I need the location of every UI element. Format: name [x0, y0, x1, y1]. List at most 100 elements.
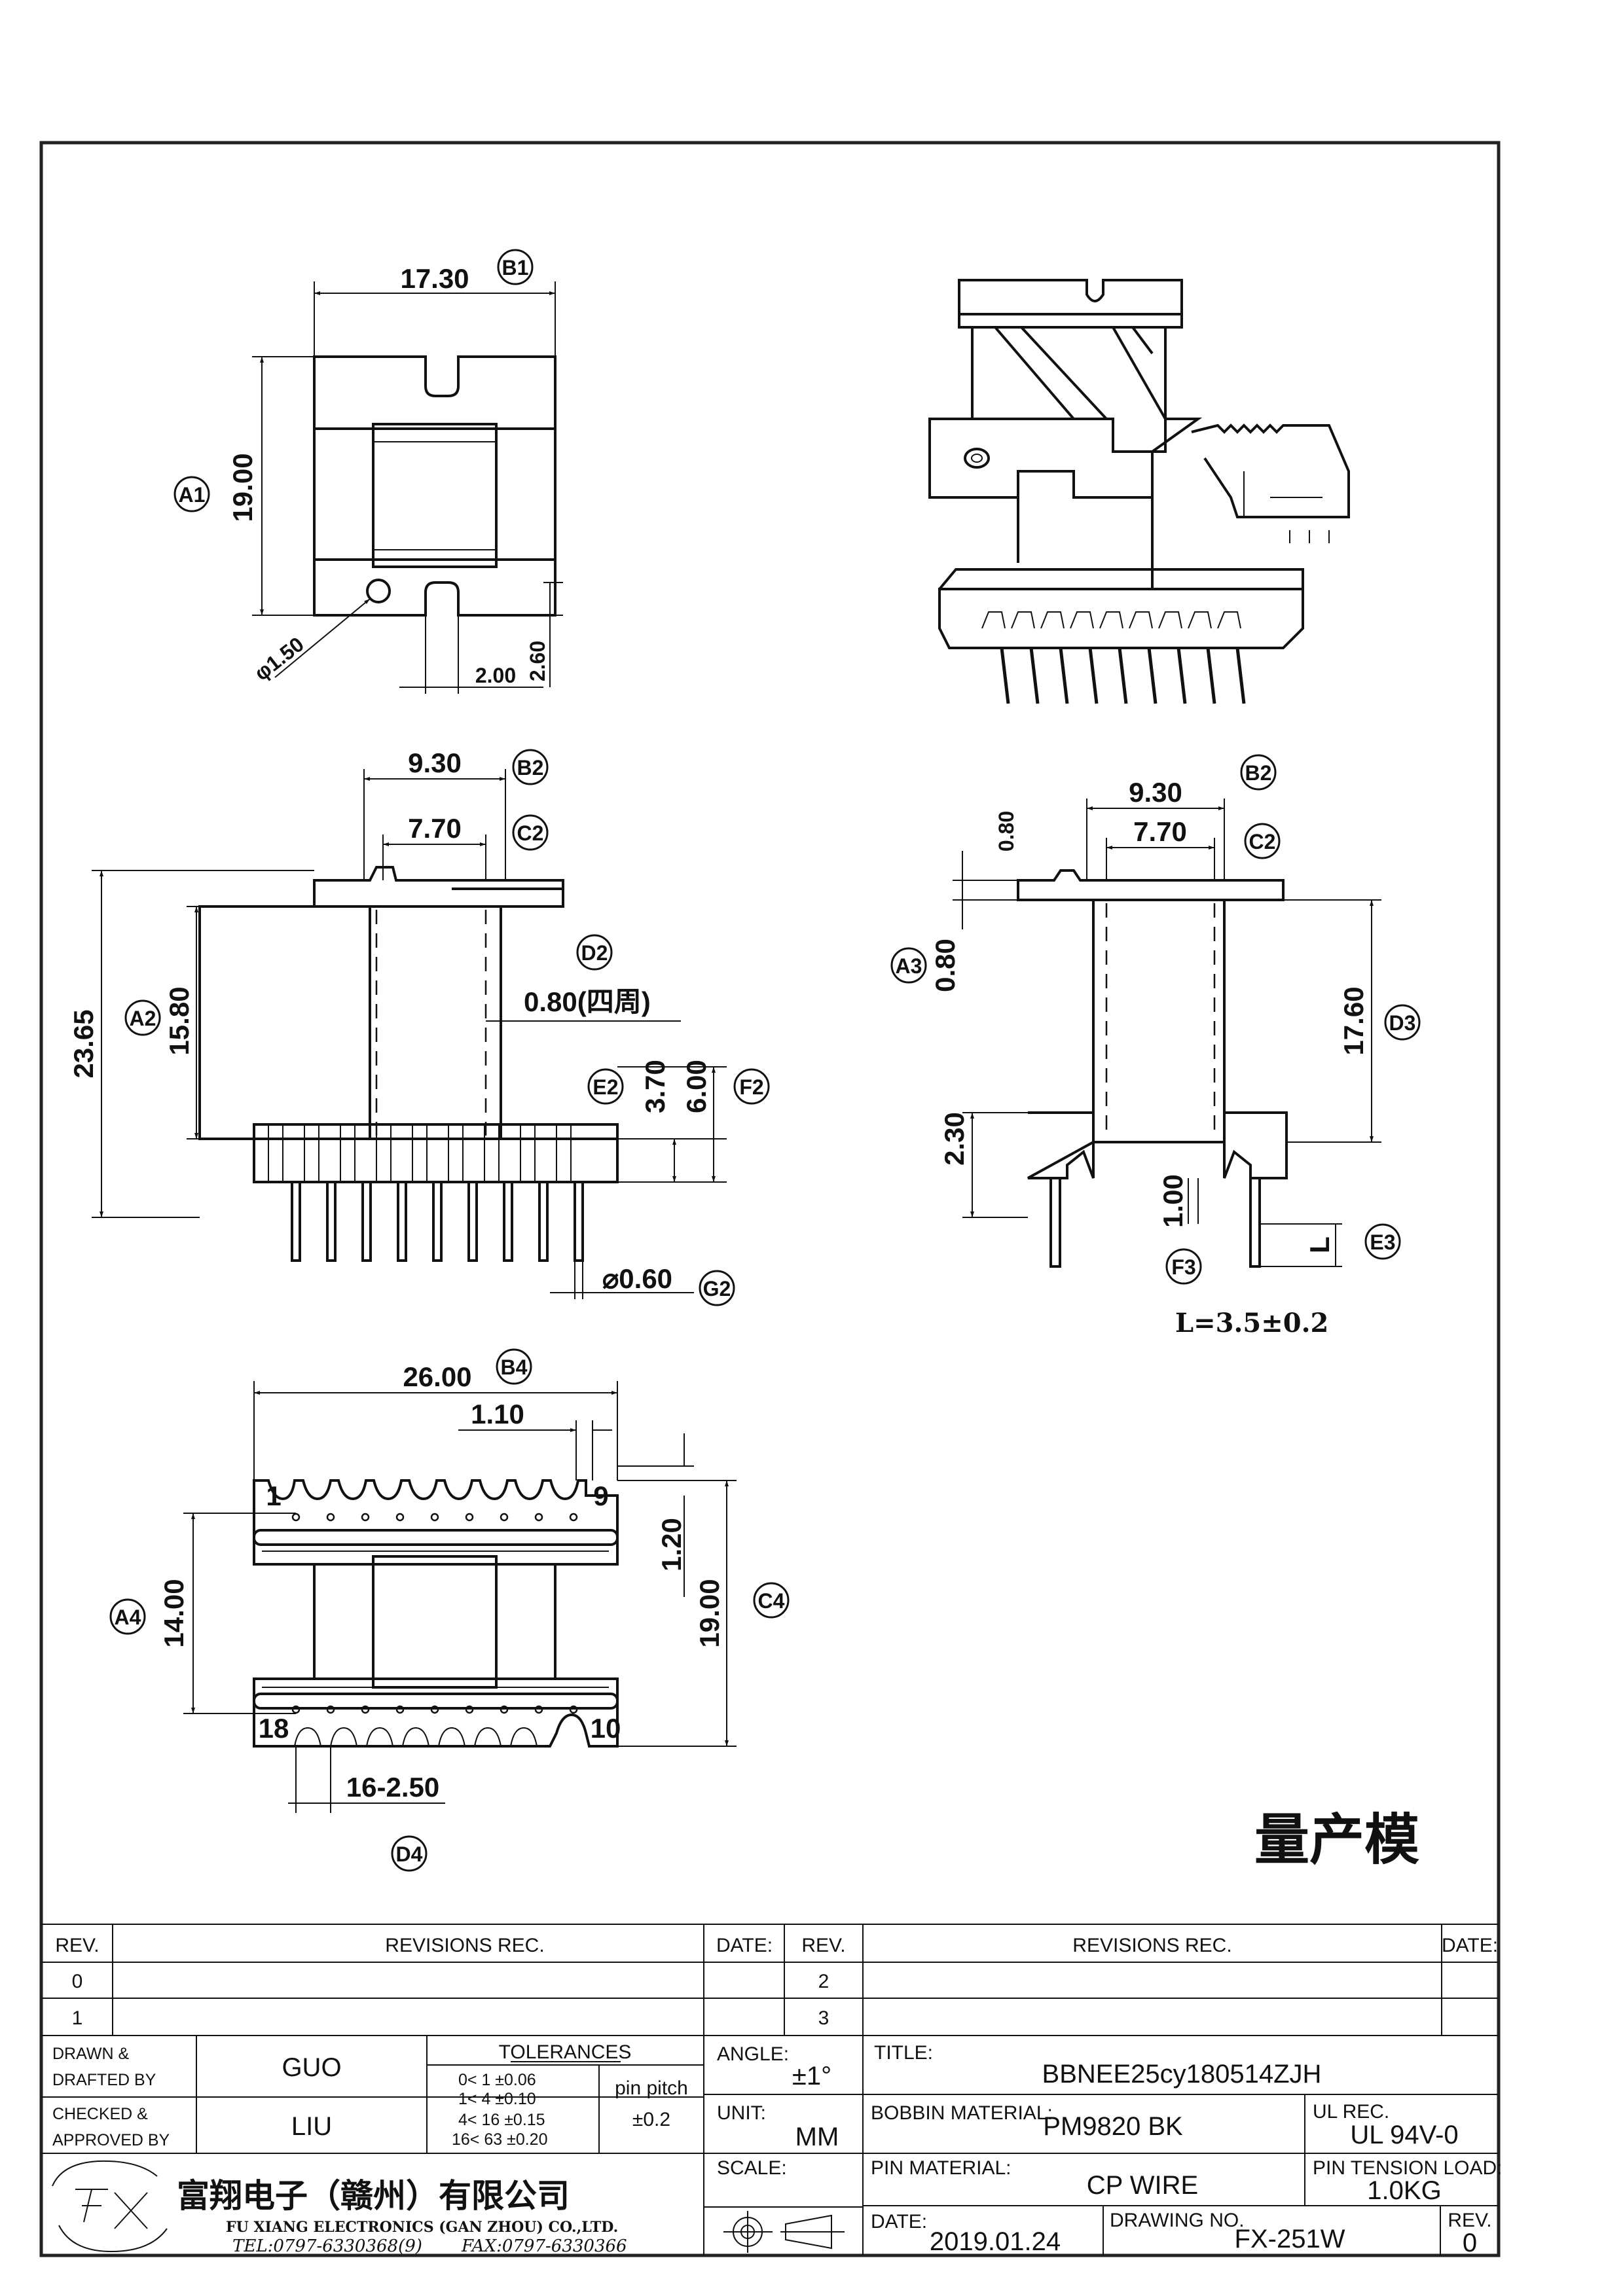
pin-pitch-value: ±0.2 — [632, 2109, 670, 2130]
dim-l: L — [1304, 1236, 1335, 1253]
pin-label-10: 10 — [591, 1713, 621, 1744]
dim-0-80-side: 0.80 — [930, 939, 960, 992]
tolerances-title: TOLERANCES — [499, 2041, 632, 2063]
checked-label-line2: APPROVED BY — [52, 2131, 170, 2149]
angle-value: ±1° — [792, 2062, 831, 2090]
callout-b1: B1 — [502, 256, 529, 279]
callout-g2: G2 — [703, 1277, 731, 1300]
date-header-left: DATE: — [716, 1935, 773, 1956]
callout-f3: F3 — [1171, 1255, 1195, 1279]
drawn-label-line1: DRAWN & — [52, 2045, 129, 2063]
tolerance-2: 4< 16 ±0.15 — [458, 2111, 545, 2129]
tolerance-0: 0< 1 ±0.06 — [458, 2071, 536, 2089]
dim-7-70-front: 7.70 — [408, 813, 462, 844]
angle-label: ANGLE: — [717, 2043, 789, 2065]
dim-26-00: 26.00 — [403, 1361, 471, 1392]
isometric-view — [928, 279, 1350, 704]
tolerance-1: 1< 4 ±0.10 — [458, 2090, 536, 2108]
drawn-value: GUO — [282, 2053, 341, 2082]
rev-row-2: 2 — [818, 1971, 830, 1992]
pin-length-note: L=3.5±0.2 — [1175, 1308, 1328, 1338]
dim-19-00-bottom: 19.00 — [694, 1579, 725, 1647]
dim-6-00: 6.00 — [681, 1060, 712, 1113]
date-value: 2019.01.24 — [930, 2227, 1061, 2256]
callout-a4: A4 — [115, 1605, 141, 1629]
ul-label: UL REC. — [1313, 2101, 1389, 2123]
rev-header-left: REV. — [55, 1935, 99, 1956]
date-header-right: DATE: — [1442, 1935, 1498, 1956]
company-logo-icon — [52, 2160, 168, 2253]
dim-2-60: 2.60 — [526, 641, 549, 681]
callout-a3: A3 — [896, 954, 922, 978]
callout-d4: D4 — [396, 1842, 423, 1866]
side-view: 9.30 7.70 0.80 0.80 17.60 2.30 1.00 L L=… — [890, 754, 1421, 1338]
dim-9-30-front: 9.30 — [408, 747, 462, 778]
drawing-no-value: FX-251W — [1235, 2225, 1345, 2253]
dim-3-70: 3.70 — [640, 1060, 670, 1113]
front-view: 9.30 7.70 23.65 15.80 0.80(四周) 3.70 6.00… — [68, 747, 770, 1306]
bobbin-label: BOBBIN MATERIAL: — [871, 2102, 1053, 2124]
checked-value: LIU — [291, 2112, 332, 2141]
dim-1-00: 1.00 — [1158, 1174, 1188, 1228]
scale-label: SCALE: — [717, 2157, 787, 2179]
company-fax: FAX:0797-6330366 — [461, 2236, 627, 2256]
bottom-view: 26.00 1.10 1.20 14.00 19.00 16-2.50 1 9 … — [109, 1348, 790, 1872]
pin-label-9: 9 — [593, 1480, 608, 1511]
callout-b4: B4 — [501, 1355, 528, 1379]
tolerance-3: 16< 63 ±0.20 — [452, 2130, 547, 2149]
dim-17-60: 17.60 — [1338, 986, 1369, 1055]
dim-pin-dia-0-60: ⌀0.60 — [602, 1263, 672, 1294]
pin-material-label: PIN MATERIAL: — [871, 2157, 1011, 2179]
rev-row-1: 1 — [72, 2007, 83, 2029]
dim-0-80-small: 0.80 — [994, 811, 1018, 852]
sheet-frame — [39, 141, 1501, 2257]
rev-row-0: 0 — [72, 1971, 83, 1992]
dim-17-30: 17.30 — [400, 263, 469, 294]
title-value: BBNEE25cy180514ZJH — [1042, 2060, 1322, 2089]
revisions-header-right: REVISIONS REC. — [1072, 1935, 1231, 1956]
drawn-label-line2: DRAFTED BY — [52, 2071, 156, 2089]
dim-hole-1-50: φ1.50 — [250, 632, 308, 685]
unit-label: UNIT: — [717, 2102, 766, 2124]
pin-label-1: 1 — [266, 1480, 281, 1511]
callout-e3: E3 — [1370, 1230, 1395, 1254]
callout-b2-side: B2 — [1245, 761, 1272, 785]
pin-label-18: 18 — [259, 1713, 289, 1744]
callout-d3: D3 — [1389, 1011, 1416, 1035]
callout-c2-side: C2 — [1249, 830, 1276, 853]
callout-e2: E2 — [593, 1075, 618, 1099]
company-name-en: FU XIANG ELECTRONICS (GAN ZHOU) CO.,LTD. — [226, 2219, 618, 2236]
dim-7-70-side: 7.70 — [1133, 816, 1187, 847]
dim-16-2-50: 16-2.50 — [346, 1772, 439, 1803]
dim-9-30-side: 9.30 — [1129, 777, 1182, 808]
checked-label-line1: CHECKED & — [52, 2105, 148, 2123]
dim-23-65: 23.65 — [68, 1009, 99, 1078]
callout-c4: C4 — [758, 1589, 785, 1613]
callout-b2-front: B2 — [517, 756, 544, 780]
dim-19-00: 19.00 — [227, 453, 258, 522]
dim-1-10: 1.10 — [471, 1399, 524, 1429]
production-stamp: 量产模 — [1254, 1807, 1419, 1872]
dim-0-80-around: 0.80(四周) — [524, 986, 651, 1017]
rev-header-right: REV. — [801, 1935, 845, 1956]
dim-14-00: 14.00 — [158, 1579, 189, 1647]
revisions-header-left: REVISIONS REC. — [385, 1935, 544, 1956]
dim-2-00: 2.00 — [475, 664, 516, 687]
projection-symbol-icon — [723, 2211, 845, 2253]
callout-a2: A2 — [130, 1007, 156, 1030]
callout-c2-front: C2 — [517, 821, 544, 845]
company-tel: TEL:0797-6330368(9) — [232, 2236, 422, 2256]
rev-value: 0 — [1463, 2229, 1477, 2257]
drawing-no-label: DRAWING NO. — [1110, 2210, 1245, 2231]
ul-value: UL 94V-0 — [1350, 2121, 1458, 2149]
date-label: DATE: — [871, 2211, 927, 2233]
tension-label: PIN TENSION LOAD: — [1313, 2157, 1503, 2179]
callout-a1: A1 — [179, 483, 206, 507]
rev-label: REV. — [1448, 2210, 1491, 2231]
pin-material-value: CP WIRE — [1087, 2171, 1198, 2200]
pin-pitch-label: pin pitch — [615, 2077, 688, 2099]
bobbin-value: PM9820 BK — [1043, 2112, 1183, 2141]
dim-1-20: 1.20 — [656, 1518, 687, 1571]
title-block: REV. REVISIONS REC. DATE: REV. REVISIONS… — [41, 1924, 1503, 2257]
